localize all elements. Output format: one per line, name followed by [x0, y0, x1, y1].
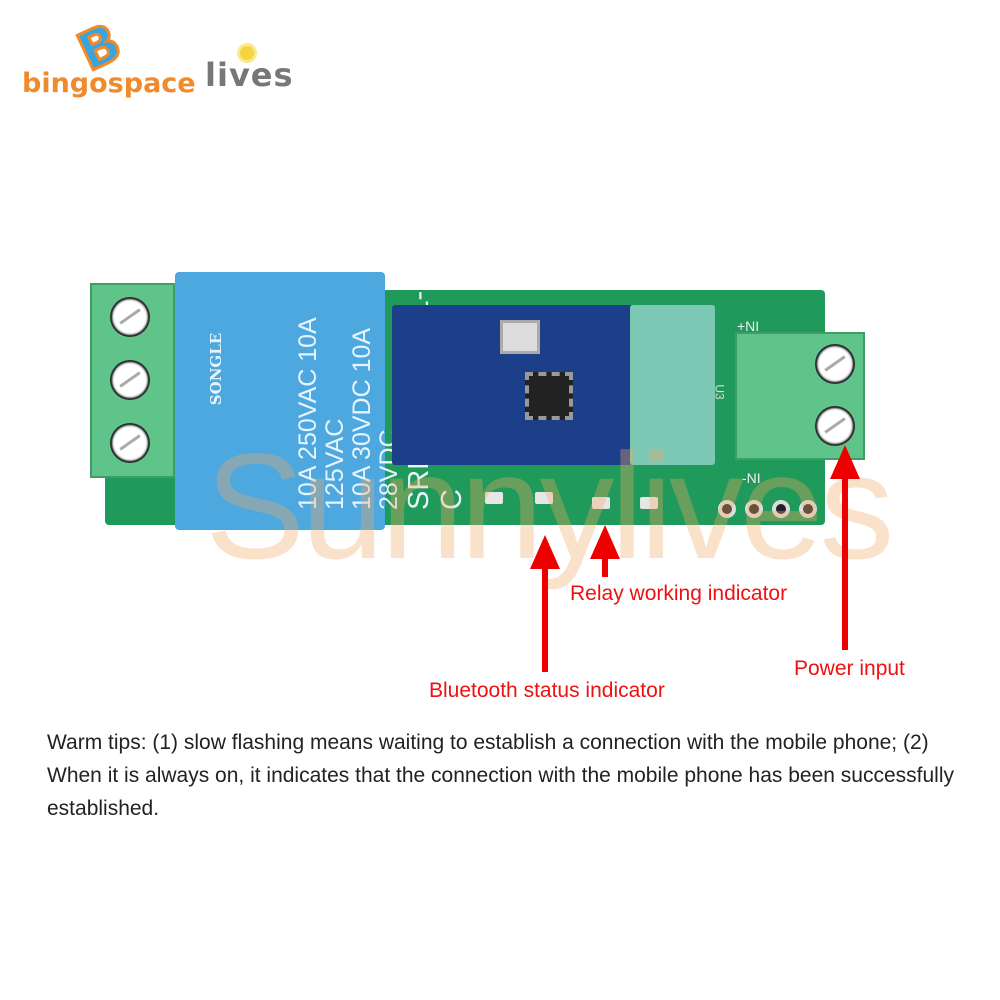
crystal	[500, 320, 540, 354]
relay-indicator-arrow	[590, 525, 620, 577]
bt-status-led	[535, 492, 553, 504]
power-terminal-block	[735, 332, 865, 460]
smd-pad	[640, 497, 658, 509]
relay-brand: SONGLE	[207, 332, 226, 406]
left-terminal-block	[90, 283, 175, 478]
power-input-arrow	[830, 445, 860, 650]
antenna	[630, 305, 715, 465]
pin-hole	[772, 500, 790, 518]
sun-icon	[240, 46, 254, 60]
logo-lives: lives	[205, 56, 294, 94]
screw	[815, 344, 855, 384]
bluetooth-chip	[525, 372, 573, 420]
bt-indicator-label: Bluetooth status indicator	[429, 679, 665, 702]
pin-hole	[799, 500, 817, 518]
pin-hole	[745, 500, 763, 518]
screw	[110, 297, 150, 337]
pin-hole	[718, 500, 736, 518]
screw	[815, 406, 855, 446]
screw	[110, 423, 150, 463]
minus-label: -NI	[742, 470, 761, 486]
relay	[175, 272, 385, 530]
logo-brand: bingospace	[22, 68, 196, 99]
relay-indicator-label: Relay working indicator	[570, 582, 788, 605]
warm-tips: Warm tips: (1) slow flashing means waiti…	[47, 731, 955, 820]
screw	[110, 360, 150, 400]
smd-pad	[485, 492, 503, 504]
u3-label: U3	[712, 384, 727, 400]
relay-led	[592, 497, 610, 509]
plus-label: +NI	[737, 318, 760, 334]
bt-indicator-arrow	[530, 535, 560, 672]
power-input-label: Power input	[794, 657, 905, 680]
